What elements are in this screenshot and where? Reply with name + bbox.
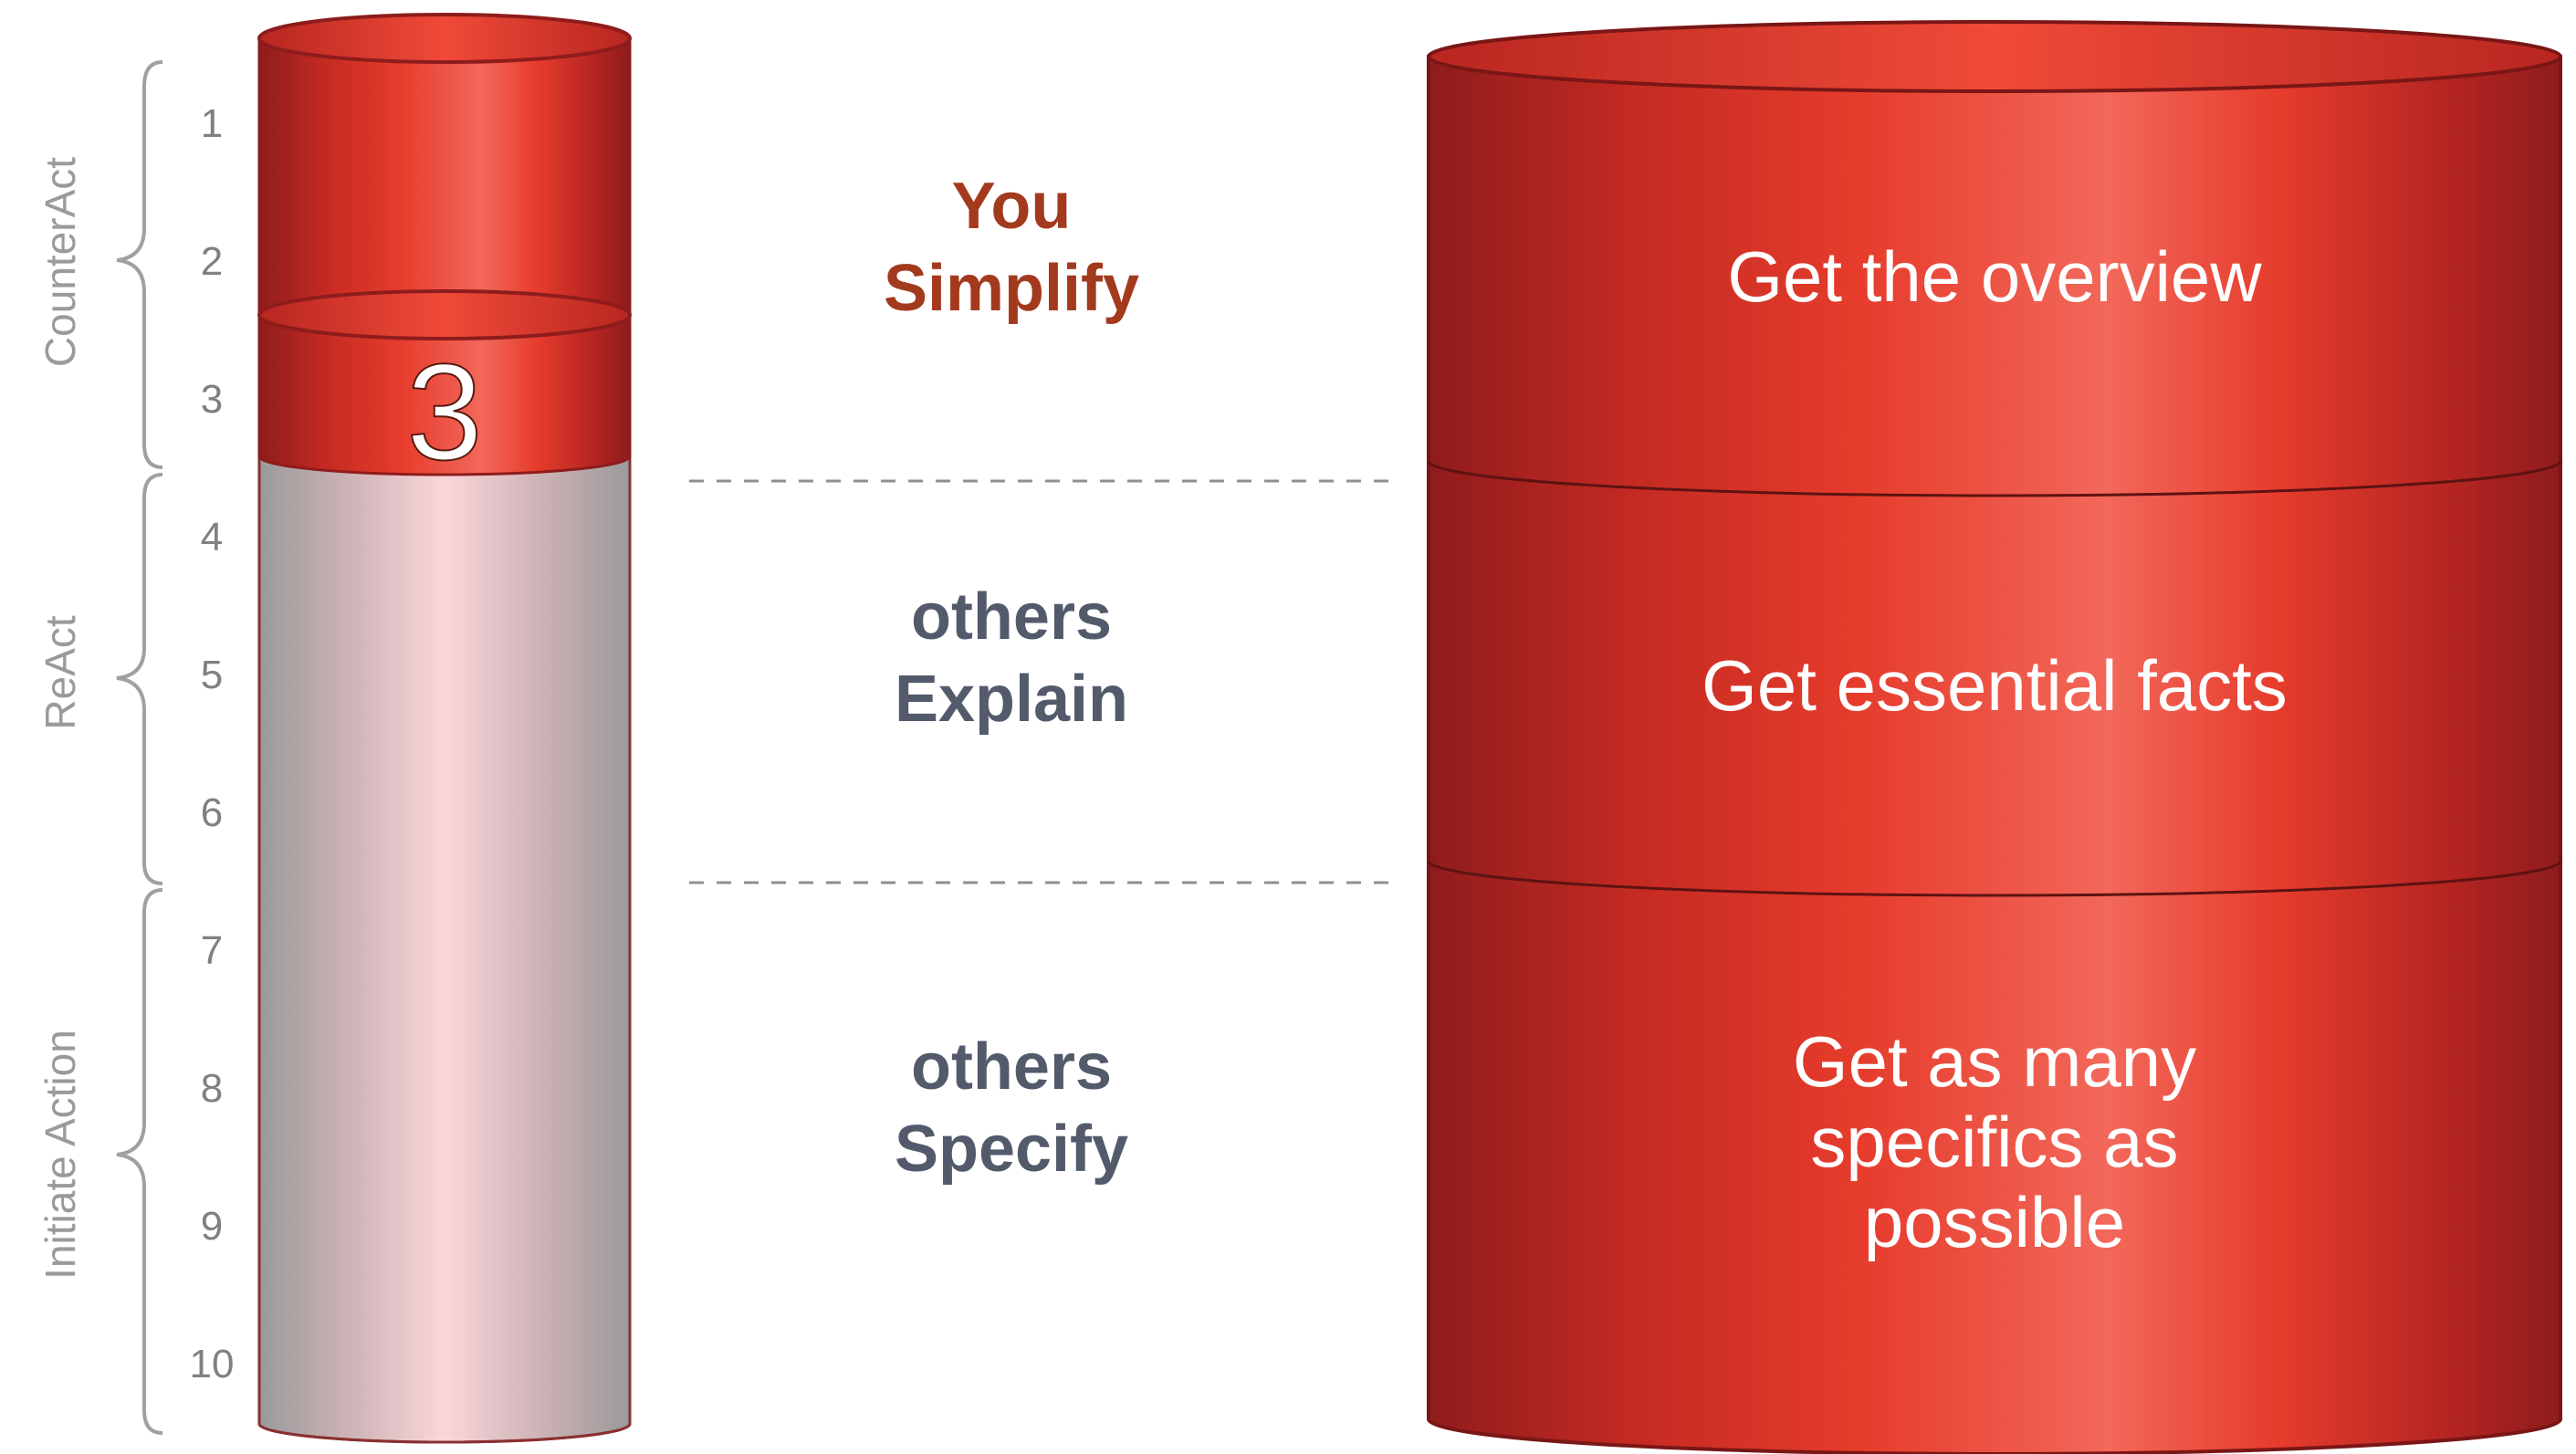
middle-label-2: others Explain	[895, 581, 1128, 736]
scale-number: 4	[201, 515, 223, 560]
info-text-specifics-2: specifics as	[1810, 1102, 2178, 1182]
middle-label-1-line2: Simplify	[884, 252, 1139, 325]
scale-number: 2	[201, 239, 223, 284]
cylinder-empty-body	[257, 455, 632, 1444]
info-cylinder-top	[1427, 20, 2562, 93]
scale-number: 1	[201, 101, 223, 146]
scale-number: 7	[201, 928, 223, 973]
middle-label-1: You Simplify	[884, 170, 1139, 325]
scale-number: 3	[201, 377, 223, 422]
info-cylinder-divider-2	[1427, 860, 2562, 897]
level-cylinder: 3	[257, 13, 632, 1444]
cylinder-level-ellipse	[257, 289, 632, 340]
scale-numbers: 1 2 3 4 5 6 7 8 9 10	[190, 101, 235, 1386]
cylinder-filled-body	[257, 37, 632, 476]
middle-label-2-line1: others	[911, 581, 1112, 654]
info-cylinder-divider-1	[1427, 460, 2562, 497]
current-level-number: 3	[406, 335, 482, 488]
middle-label-3-line2: Specify	[895, 1113, 1128, 1186]
info-text-essential: Get essential facts	[1702, 645, 2288, 726]
middle-label-3: others Specify	[895, 1030, 1128, 1186]
info-text-overview: Get the overview	[1727, 236, 2262, 317]
info-text-specifics-1: Get as many	[1793, 1021, 2196, 1102]
middle-label-1-line1: You	[952, 170, 1072, 243]
middle-label-3-line1: others	[911, 1030, 1112, 1104]
scale-number: 6	[201, 790, 223, 835]
info-text-specifics-3: possible	[1864, 1182, 2125, 1262]
scale-number: 5	[201, 653, 223, 697]
scale-number: 8	[201, 1066, 223, 1111]
scale-number: 10	[190, 1342, 235, 1386]
group-label-react: ReAct	[37, 615, 84, 729]
middle-label-2-line2: Explain	[895, 663, 1128, 736]
bracket-counteract	[116, 60, 163, 469]
bracket-initiate	[116, 888, 163, 1435]
info-cylinder: Get the overview Get essential facts Get…	[1427, 20, 2562, 1454]
scale-number: 9	[201, 1204, 223, 1249]
bracket-react	[116, 473, 163, 885]
group-label-initiate: Initiate Action	[37, 1030, 84, 1280]
cylinder-top-ellipse	[257, 13, 632, 64]
group-label-counteract: CounterAct	[37, 157, 84, 367]
